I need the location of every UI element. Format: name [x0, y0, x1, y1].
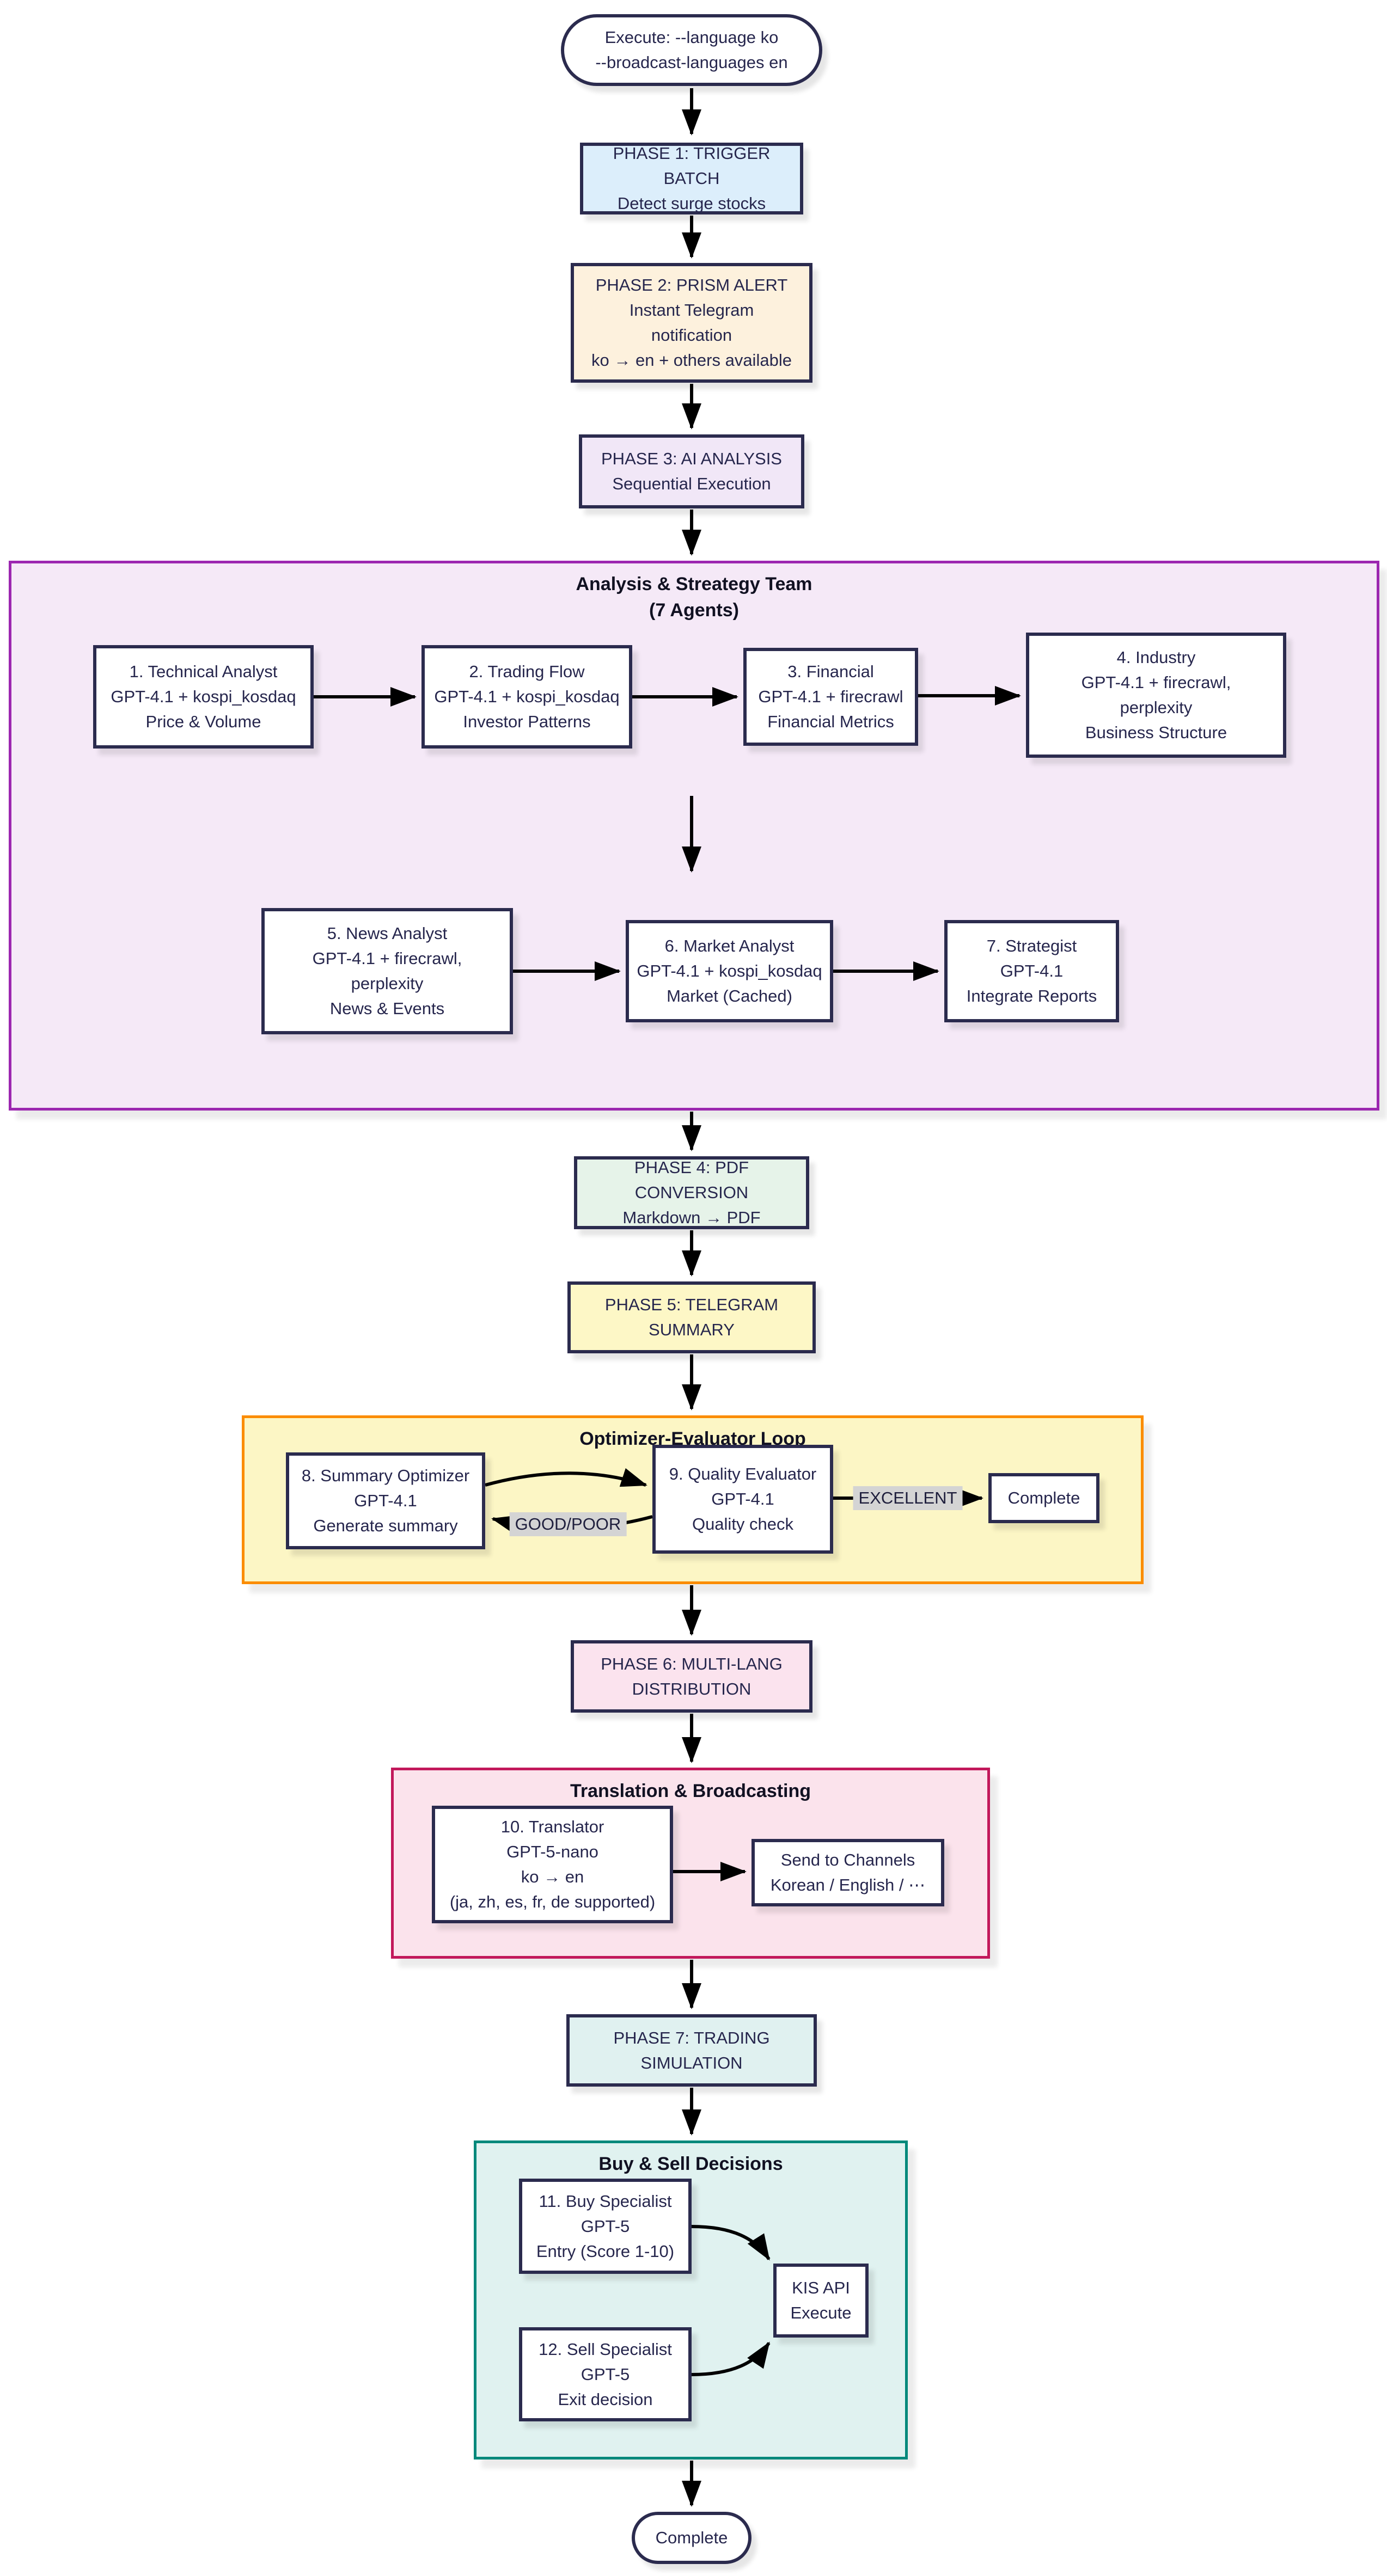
translation-title: Translation & Broadcasting	[570, 1781, 811, 1801]
agent-3-financial: 3. Financial GPT-4.1 + firecrawl Financi…	[743, 648, 918, 746]
start-node-line: Execute: --language ko	[604, 28, 779, 47]
trading-title: Buy & Sell Decisions	[598, 2154, 783, 2174]
phase-2-node: PHASE 2: PRISM ALERT Instant Telegram no…	[571, 263, 812, 383]
agent-7-strategist: 7. Strategist GPT-4.1 Integrate Reports	[944, 920, 1119, 1022]
agent-7-line: Integrate Reports	[966, 986, 1097, 1005]
agent-7-line: GPT-4.1	[1000, 961, 1064, 980]
agent-2-trading-flow: 2. Trading Flow GPT-4.1 + kospi_kosdaq I…	[421, 645, 632, 749]
agent-10-line: GPT-5-nano	[506, 1842, 598, 1861]
agent-6-line: GPT-4.1 + kospi_kosdaq	[637, 961, 822, 980]
agent-8-line: GPT-4.1	[354, 1491, 417, 1510]
phase-7-line: SIMULATION	[640, 2053, 743, 2072]
agent-4-line: 4. Industry	[1116, 648, 1196, 667]
agent-11-line: 11. Buy Specialist	[539, 2191, 672, 2211]
agent-8-line: 8. Summary Optimizer	[301, 1466, 470, 1485]
agent-5-line: News & Events	[329, 999, 445, 1018]
agent-12-line: GPT-5	[581, 2364, 630, 2384]
agent-8-line: Generate summary	[313, 1516, 458, 1535]
agent-11-buy-specialist: 11. Buy Specialist GPT-5 Entry (Score 1-…	[519, 2179, 692, 2274]
agent-10-line: (ja, zh, es, fr, de supported)	[449, 1892, 656, 1911]
phase-2-line: notification	[651, 326, 732, 345]
phase-4-line: PHASE 4: PDF CONVERSION	[634, 1158, 749, 1202]
phase-2-line: Instant Telegram	[629, 300, 754, 320]
phase-5-line: PHASE 5: TELEGRAM	[604, 1295, 779, 1314]
agent-10-line: 10. Translator	[500, 1817, 604, 1836]
agent-8-summary-optimizer: 8. Summary Optimizer GPT-4.1 Generate su…	[286, 1452, 485, 1549]
excellent-label: EXCELLENT	[853, 1486, 963, 1510]
send-to-channels-line: Send to Channels	[780, 1850, 915, 1869]
phase-3-line: Sequential Execution	[612, 474, 771, 493]
agent-1-technical-analyst: 1. Technical Analyst GPT-4.1 + kospi_kos…	[93, 645, 314, 749]
agent-11-line: GPT-5	[581, 2216, 630, 2236]
agent-9-line: 9. Quality Evaluator	[669, 1464, 817, 1483]
agent-9-line: Quality check	[692, 1514, 794, 1534]
kis-api-line: KIS API	[792, 2278, 850, 2297]
analysis-team-title-line: Analysis & Streategy Team	[576, 574, 812, 594]
send-to-channels-node: Send to Channels Korean / English / ⋯	[751, 1839, 944, 1906]
agent-6-line: 6. Market Analyst	[664, 936, 795, 955]
phase-5-line: SUMMARY	[649, 1320, 735, 1339]
loop-complete-node: Complete	[988, 1473, 1099, 1523]
agent-3-line: 3. Financial	[787, 662, 874, 681]
end-node: Complete	[632, 2512, 751, 2564]
phase-5-node: PHASE 5: TELEGRAM SUMMARY	[567, 1281, 816, 1353]
phase-7-line: PHASE 7: TRADING	[613, 2028, 770, 2047]
end-node-line: Complete	[655, 2528, 728, 2547]
agent-4-line: GPT-4.1 + firecrawl,	[1081, 673, 1231, 692]
good-poor-label: GOOD/POOR	[509, 1512, 627, 1536]
agent-1-line: GPT-4.1 + kospi_kosdaq	[111, 687, 296, 706]
phase-3-node: PHASE 3: AI ANALYSIS Sequential Executio…	[579, 434, 804, 508]
start-node: Execute: --language ko --broadcast-langu…	[561, 14, 822, 86]
phase-2-line: ko → en + others available	[591, 351, 792, 370]
agent-3-line: GPT-4.1 + firecrawl	[758, 687, 903, 706]
agent-3-line: Financial Metrics	[767, 712, 894, 731]
analysis-team-subtitle: (7 Agents)	[649, 600, 739, 621]
agent-12-sell-specialist: 12. Sell Specialist GPT-5 Exit decision	[519, 2327, 692, 2421]
agent-5-line: 5. News Analyst	[327, 924, 448, 943]
agent-2-line: Investor Patterns	[463, 712, 591, 731]
agent-4-line: perplexity	[1120, 698, 1193, 717]
agent-6-line: Market (Cached)	[667, 986, 792, 1005]
start-node-line: --broadcast-languages en	[595, 53, 788, 72]
loop-complete-line: Complete	[1007, 1488, 1080, 1507]
phase-1-line: Detect surge stocks	[617, 194, 766, 213]
agent-12-line: 12. Sell Specialist	[539, 2339, 672, 2359]
agent-9-line: GPT-4.1	[711, 1489, 774, 1508]
agent-1-line: Price & Volume	[145, 712, 261, 731]
phase-3-line: PHASE 3: AI ANALYSIS	[601, 449, 782, 468]
phase-6-line: PHASE 6: MULTI-LANG	[601, 1654, 783, 1673]
agent-4-line: Business Structure	[1085, 723, 1227, 742]
phase-7-node: PHASE 7: TRADING SIMULATION	[566, 2014, 817, 2087]
kis-api-node: KIS API Execute	[773, 2264, 869, 2338]
agent-9-quality-evaluator: 9. Quality Evaluator GPT-4.1 Quality che…	[652, 1445, 833, 1554]
agent-10-line: ko → en	[521, 1867, 584, 1886]
analysis-team-title: Analysis & Streategy Team (7 Agents)	[11, 571, 1377, 623]
agent-5-line: perplexity	[351, 974, 424, 993]
agent-5-news-analyst: 5. News Analyst GPT-4.1 + firecrawl, per…	[261, 908, 513, 1034]
phase-4-line: Markdown → PDF	[622, 1208, 761, 1227]
agent-5-line: GPT-4.1 + firecrawl,	[312, 949, 462, 968]
agent-2-line: 2. Trading Flow	[469, 662, 585, 681]
agent-11-line: Entry (Score 1-10)	[536, 2241, 675, 2261]
phase-4-node: PHASE 4: PDF CONVERSION Markdown → PDF	[574, 1156, 809, 1229]
send-to-channels-line: Korean / English / ⋯	[770, 1875, 926, 1894]
agent-1-line: 1. Technical Analyst	[129, 662, 278, 681]
agent-4-industry: 4. Industry GPT-4.1 + firecrawl, perplex…	[1026, 633, 1286, 758]
agent-12-line: Exit decision	[558, 2389, 653, 2409]
phase-2-line: PHASE 2: PRISM ALERT	[595, 275, 788, 295]
agent-10-translator: 10. Translator GPT-5-nano ko → en (ja, z…	[432, 1806, 673, 1923]
agent-7-line: 7. Strategist	[986, 936, 1077, 955]
phase-6-node: PHASE 6: MULTI-LANG DISTRIBUTION	[571, 1640, 812, 1713]
phase-1-line: PHASE 1: TRIGGER BATCH	[613, 144, 771, 188]
kis-api-line: Execute	[790, 2303, 852, 2322]
agent-6-market-analyst: 6. Market Analyst GPT-4.1 + kospi_kosdaq…	[626, 920, 833, 1022]
agent-2-line: GPT-4.1 + kospi_kosdaq	[434, 687, 620, 706]
phase-6-line: DISTRIBUTION	[632, 1679, 751, 1698]
phase-1-node: PHASE 1: TRIGGER BATCH Detect surge stoc…	[580, 143, 803, 214]
